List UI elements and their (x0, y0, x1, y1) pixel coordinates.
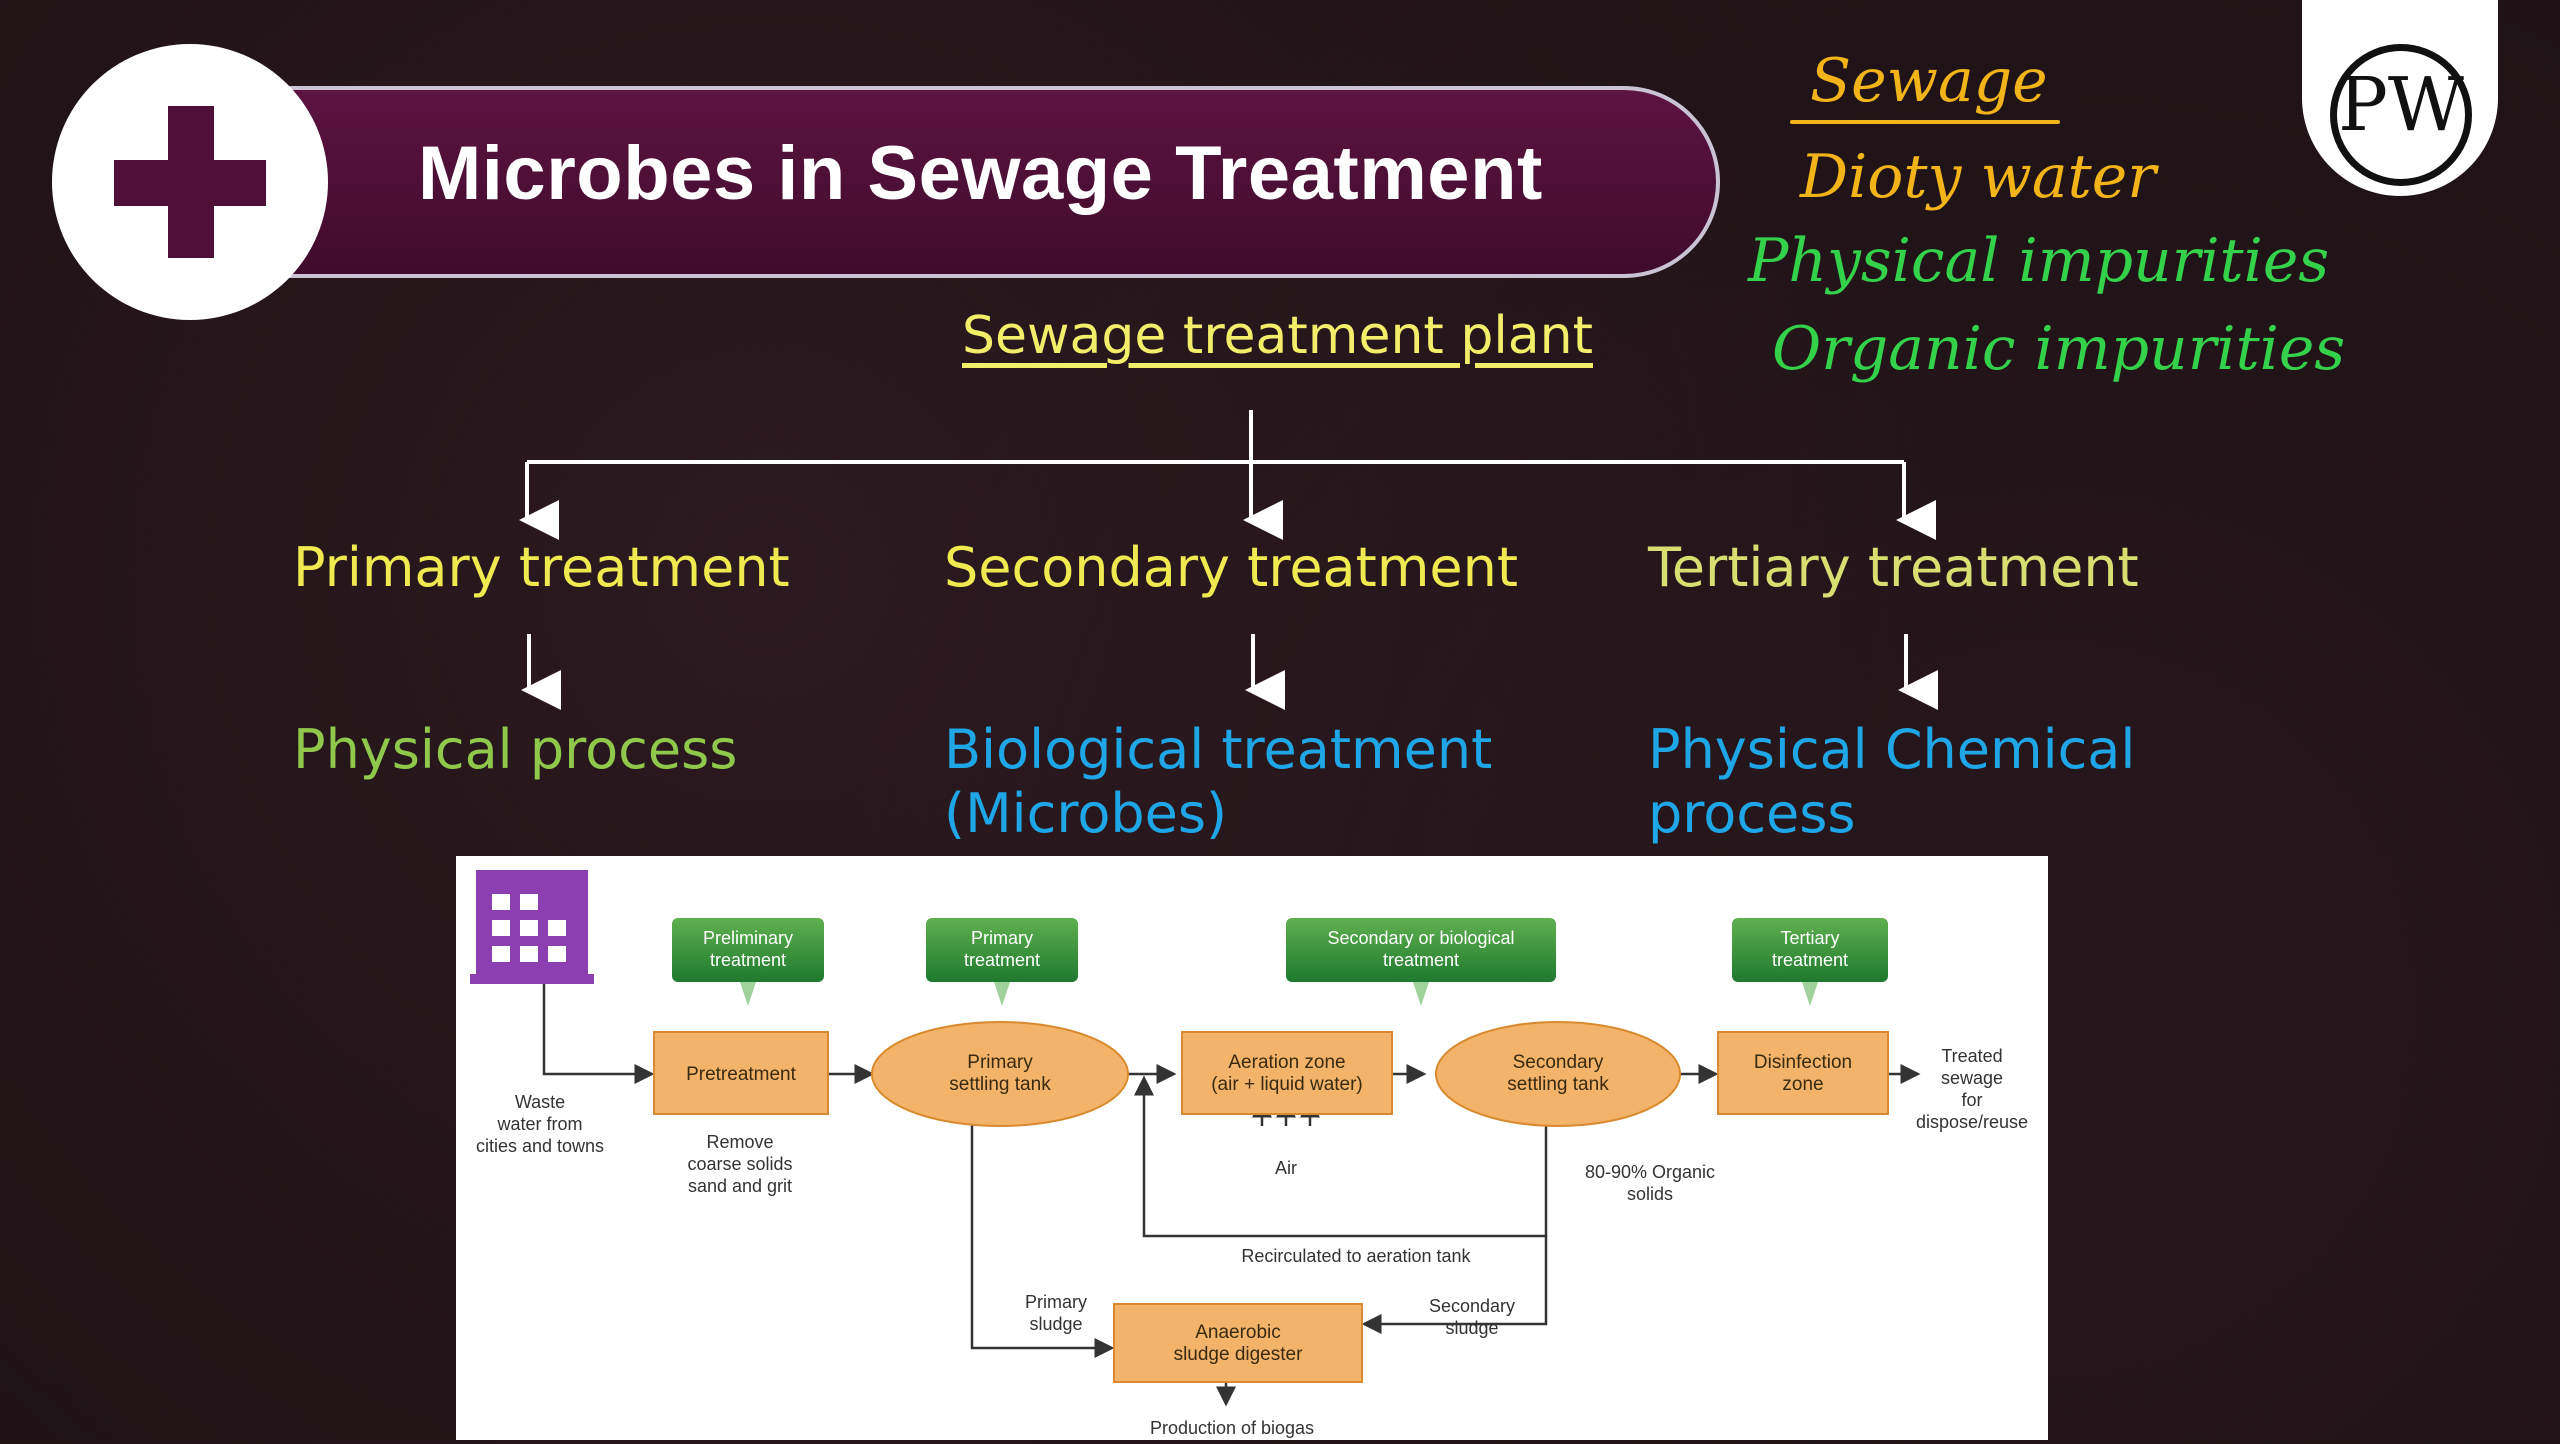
svg-text:sludge: sludge (1445, 1318, 1498, 1338)
arrow-secondary-sludge (1361, 1236, 1548, 1334)
arrow-recirculate (1134, 1075, 1548, 1238)
svg-text:sludge digester: sludge digester (1174, 1344, 1304, 1365)
tag-preliminary (672, 918, 824, 982)
tag-preliminary-text: Preliminary (703, 928, 793, 948)
svg-text:treatment: treatment (710, 950, 786, 970)
note-underline (1790, 120, 2060, 124)
label-recirculated: Recirculated to aeration tank (1241, 1246, 1471, 1266)
svg-text:Anaerobic: Anaerobic (1195, 1322, 1281, 1343)
page-title: Microbes in Sewage Treatment (418, 131, 1543, 216)
stage-primary: Primary treatment (293, 536, 790, 599)
stage-tertiary: Tertiary treatment (1648, 536, 2139, 599)
title-banner (280, 86, 1720, 278)
process-tertiary: Physical Chemical process (1648, 718, 2136, 845)
svg-text:sand and grit: sand and grit (688, 1176, 792, 1196)
svg-text:Primary: Primary (967, 1052, 1033, 1073)
node-aeration (1181, 1031, 1393, 1115)
svg-text:cities and towns: cities and towns (476, 1136, 604, 1156)
note-physical-impurities: Physical impurities (1748, 226, 2330, 296)
svg-text:Secondary or biological: Secondary or biological (1327, 928, 1514, 948)
svg-text:Pretreatment: Pretreatment (686, 1064, 797, 1085)
label-air: Air (1275, 1158, 1297, 1178)
svg-text:Secondary: Secondary (1513, 1052, 1604, 1073)
svg-text:dispose/reuse: dispose/reuse (1916, 1112, 2028, 1132)
tree-root: Sewage treatment plant (962, 306, 1593, 366)
svg-text:Tertiary: Tertiary (1780, 928, 1839, 948)
svg-text:treatment: treatment (1772, 950, 1848, 970)
label-remove: Remove (706, 1132, 773, 1152)
plus-icon (52, 44, 328, 320)
note-dirty-water: Dioty water (1800, 142, 2156, 212)
pw-logo (2330, 44, 2472, 186)
svg-text:sludge: sludge (1029, 1314, 1082, 1334)
tag-secondary (1286, 918, 1556, 982)
node-secondary-tank (1435, 1021, 1681, 1127)
note-organic-impurities: Organic impurities (1772, 314, 2346, 384)
tag-primary (926, 918, 1078, 982)
node-primary-tank (871, 1021, 1129, 1127)
label-organic: 80-90% Organic (1585, 1162, 1715, 1182)
svg-text:solids: solids (1627, 1184, 1673, 1204)
label-primary-sludge: Primary (1025, 1292, 1087, 1312)
node-digester (1113, 1303, 1363, 1383)
svg-text:settling tank: settling tank (1507, 1074, 1609, 1095)
label-waste-water: Waste (515, 1092, 565, 1112)
svg-text:Primary: Primary (971, 928, 1033, 948)
svg-text:treatment: treatment (1383, 950, 1459, 970)
arrow-waste-in (542, 984, 655, 1084)
svg-text:(air + liquid water): (air + liquid water) (1211, 1074, 1363, 1095)
building-icon (470, 870, 594, 984)
stage-secondary: Secondary treatment (944, 536, 1519, 599)
svg-text:for: for (1961, 1090, 1982, 1110)
label-biogas: Production of biogas (1150, 1418, 1314, 1438)
svg-text:sewage: sewage (1941, 1068, 2003, 1088)
tag-tertiary (1732, 918, 1888, 982)
svg-text:Aeration zone: Aeration zone (1228, 1052, 1345, 1073)
svg-text:treatment: treatment (964, 950, 1040, 970)
node-pretreatment (653, 1031, 829, 1115)
process-primary: Physical process (293, 718, 738, 781)
note-sewage: Sewage (1810, 46, 2048, 116)
svg-text:coarse solids: coarse solids (687, 1154, 792, 1174)
node-disinfection (1717, 1031, 1889, 1115)
arrow-primary-sludge (970, 1124, 1115, 1358)
process-secondary: Biological treatment (Microbes) (944, 718, 1493, 845)
svg-text:Disinfection: Disinfection (1754, 1052, 1852, 1073)
label-treated: Treated (1941, 1046, 2002, 1066)
pw-logo-text: PW (2338, 62, 2464, 148)
svg-text:zone: zone (1782, 1074, 1823, 1095)
label-secondary-sludge: Secondary (1429, 1296, 1515, 1316)
svg-text:water from: water from (496, 1114, 582, 1134)
svg-text:settling tank: settling tank (949, 1074, 1051, 1095)
tree-connectors (519, 410, 1938, 710)
